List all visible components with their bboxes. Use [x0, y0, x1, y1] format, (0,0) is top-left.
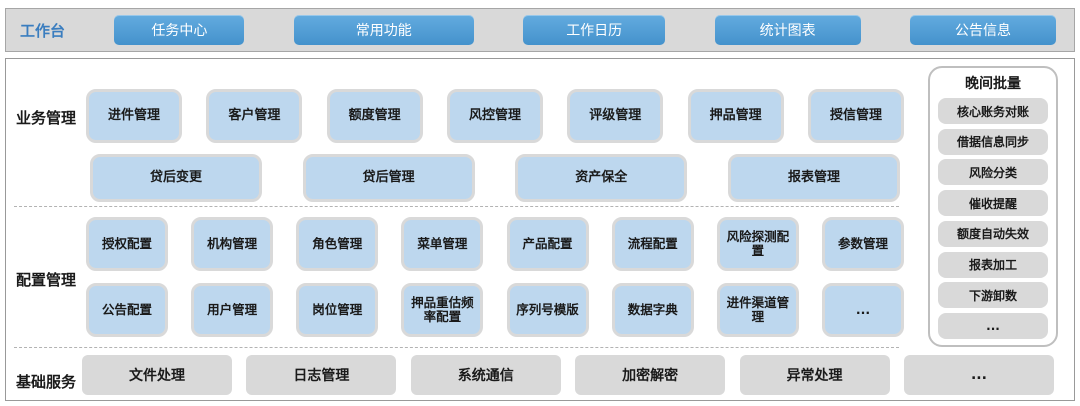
night-batch-panel: 晚间批量 核心账务对账借据信息同步风险分类催收提醒额度自动失效报表加工下游卸数.… — [928, 66, 1058, 347]
night-batch-title: 晚间批量 — [965, 76, 1021, 92]
config-module-tile: 菜单管理 — [401, 217, 484, 271]
night-batch-tile: 风险分类 — [938, 159, 1048, 186]
config-module-tile: 进件渠道管理 — [716, 283, 799, 337]
config-module-tile: 机构管理 — [191, 217, 274, 271]
business-module-tile: 评级管理 — [567, 89, 664, 143]
main-panel: 业务管理 配置管理 基础服务 进件管理客户管理额度管理风控管理评级管理押品管理授… — [5, 58, 1075, 401]
topbar-button[interactable]: 工作日历 — [523, 15, 666, 45]
config-module-tile: 角色管理 — [296, 217, 379, 271]
config-modules-row-1: 授权配置机构管理角色管理菜单管理产品配置流程配置风险探测配置参数管理 — [86, 217, 904, 271]
business-module-tile: 贷后变更 — [90, 154, 262, 202]
business-module-tile: 资产保全 — [515, 154, 688, 202]
business-modules-row-2: 贷后变更贷后管理资产保全报表管理 — [90, 154, 900, 202]
topbar-button[interactable]: 统计图表 — [714, 15, 861, 45]
business-module-tile: 贷后管理 — [302, 154, 475, 202]
base-service-tile: 异常处理 — [739, 355, 890, 395]
config-module-tile: 公告配置 — [86, 283, 168, 337]
config-module-tile: 授权配置 — [86, 217, 168, 271]
config-module-tile: 序列号模版 — [506, 283, 589, 337]
business-module-tile: 押品管理 — [687, 89, 784, 143]
night-batch-tile: 借据信息同步 — [938, 128, 1048, 155]
business-module-tile: 额度管理 — [326, 89, 423, 143]
business-modules-row-1: 进件管理客户管理额度管理风控管理评级管理押品管理授信管理 — [86, 89, 904, 143]
section-label-config: 配置管理 — [16, 271, 77, 289]
topbar-button[interactable]: 任务中心 — [114, 15, 245, 45]
business-module-tile: 报表管理 — [727, 154, 900, 202]
night-batch-tile: ... — [938, 312, 1048, 339]
config-module-tile: 岗位管理 — [296, 283, 379, 337]
section-label-base: 基础服务 — [16, 373, 77, 391]
business-module-tile: 客户管理 — [206, 89, 303, 143]
base-service-tile: 系统通信 — [410, 355, 561, 395]
night-batch-tile: 催收提醒 — [938, 190, 1048, 217]
config-module-tile: 产品配置 — [506, 217, 589, 271]
topbar-button[interactable]: 常用功能 — [293, 15, 474, 45]
night-batch-tile: 下游卸数 — [938, 282, 1048, 309]
night-batch-items: 核心账务对账借据信息同步风险分类催收提醒额度自动失效报表加工下游卸数... — [938, 98, 1048, 339]
config-module-tile: ... — [821, 283, 904, 337]
base-service-tile: ... — [903, 355, 1054, 395]
night-batch-tile: 核心账务对账 — [938, 98, 1048, 124]
business-module-tile: 进件管理 — [86, 89, 182, 143]
base-services-row: 文件处理日志管理系统通信加密解密异常处理... — [82, 355, 1054, 395]
config-module-tile: 数据字典 — [611, 283, 694, 337]
night-batch-tile: 报表加工 — [938, 251, 1048, 278]
config-module-tile: 参数管理 — [821, 217, 904, 271]
config-modules-row-2: 公告配置用户管理岗位管理押品重估频率配置序列号模版数据字典进件渠道管理... — [86, 283, 904, 337]
base-service-tile: 文件处理 — [82, 355, 232, 395]
section-label-business: 业务管理 — [16, 109, 77, 127]
base-service-tile: 加密解密 — [575, 355, 726, 395]
workbench-topbar: 工作台 任务中心 常用功能 工作日历 统计图表 公告信息 — [5, 8, 1075, 52]
topbar-button[interactable]: 公告信息 — [909, 15, 1056, 45]
base-service-tile: 日志管理 — [246, 355, 397, 395]
config-module-tile: 流程配置 — [611, 217, 694, 271]
config-module-tile: 风险探测配置 — [716, 217, 799, 271]
business-module-tile: 授信管理 — [807, 89, 904, 143]
section-divider — [14, 206, 899, 207]
config-module-tile: 押品重估频率配置 — [401, 283, 484, 337]
business-module-tile: 风控管理 — [446, 89, 543, 143]
section-divider — [14, 347, 899, 348]
night-batch-tile: 额度自动失效 — [938, 220, 1048, 247]
config-module-tile: 用户管理 — [191, 283, 274, 337]
workbench-label: 工作台 — [20, 21, 66, 40]
